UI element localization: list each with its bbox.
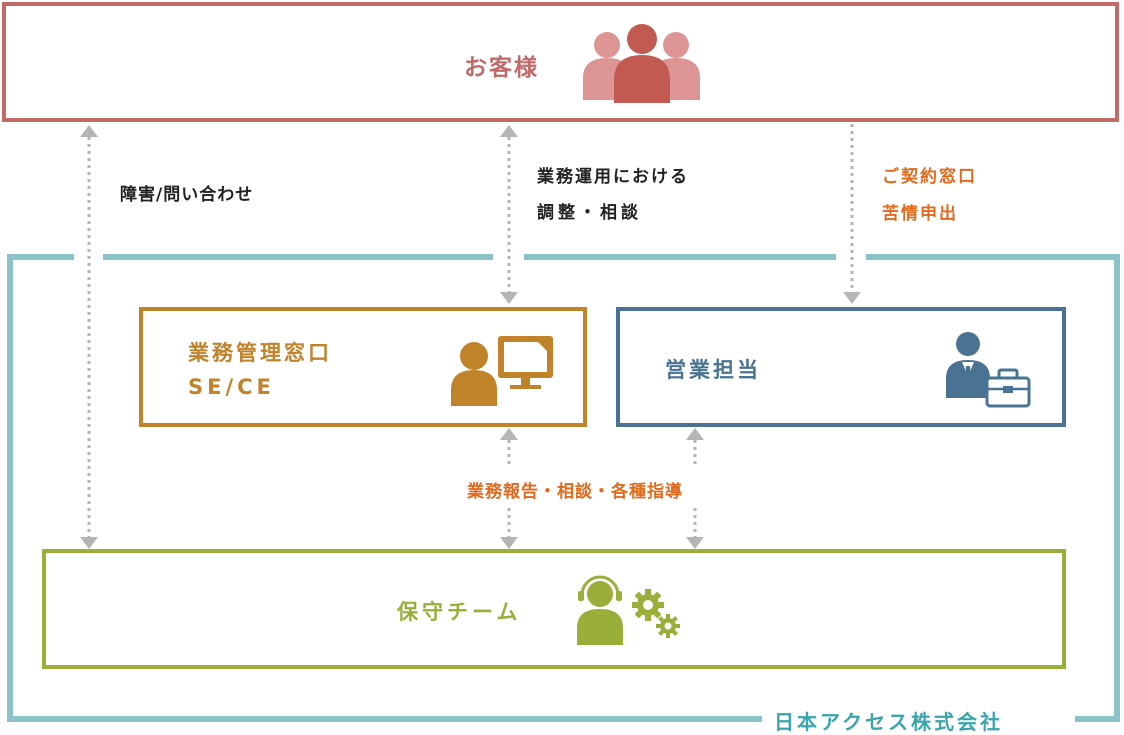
ops-window-subtitle: SE/CE [188, 375, 275, 399]
maintenance-label: 保守チーム [397, 600, 522, 624]
flow-left-label: 障害/問い合わせ [120, 185, 254, 205]
arrow-up-left-top [80, 125, 98, 137]
customer-label: お客様 [464, 55, 539, 81]
flow-right-line1: ご契約窓口 [882, 167, 977, 187]
arrow-down-maint-center [500, 537, 518, 549]
arrow-down-left-bottom [80, 537, 98, 549]
arrow-up-center-top [500, 125, 518, 137]
arrow-up-ops-bottom [500, 428, 518, 440]
flow-center-line2: 調整・相談 [537, 203, 642, 223]
arrow-up-sales-bottom [686, 428, 704, 440]
maintenance-box [42, 549, 1066, 669]
flow-bottom-label: 業務報告・相談・各種指導 [467, 482, 683, 502]
company-label: 日本アクセス株式会社 [774, 710, 1003, 734]
flow-right-line2: 苦情申出 [882, 204, 958, 224]
arrow-down-right-sales [843, 292, 861, 304]
flow-center-line1: 業務運用における [537, 167, 689, 187]
sales-label: 営業担当 [665, 358, 761, 382]
arrow-down-maint-right [686, 537, 704, 549]
ops-window-title: 業務管理窓口 [188, 341, 332, 365]
customer-box [2, 2, 1119, 122]
arrow-down-center-ops [500, 292, 518, 304]
